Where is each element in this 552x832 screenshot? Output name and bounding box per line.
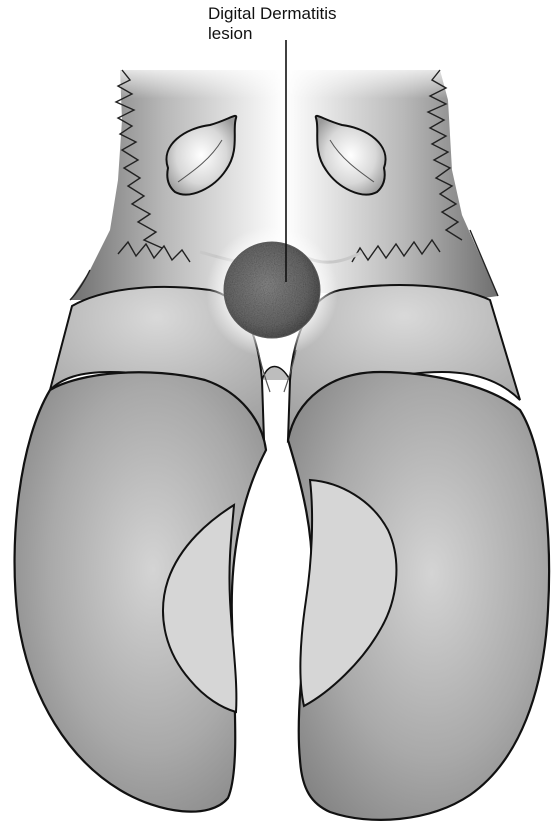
claw-left — [15, 372, 266, 811]
claw-right — [288, 372, 549, 820]
lesion-callout-label: Digital Dermatitis lesion — [208, 4, 336, 44]
digital-dermatitis-lesion — [206, 226, 338, 358]
callout-line-2: lesion — [208, 24, 336, 44]
callout-line-1: Digital Dermatitis — [208, 4, 336, 24]
